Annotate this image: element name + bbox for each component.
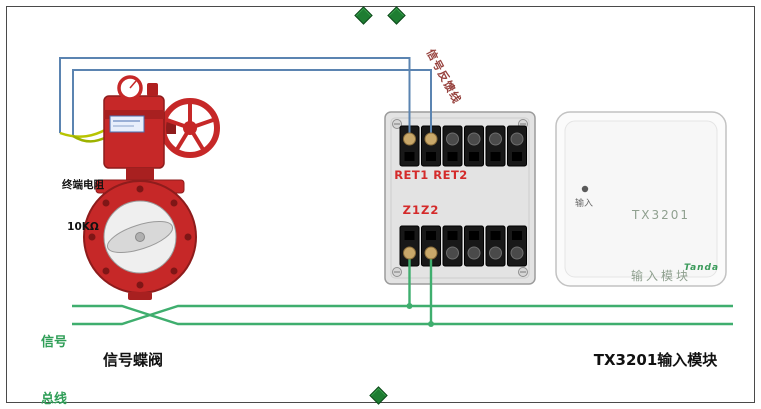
module-model-print: TX3201 — [631, 208, 691, 222]
terminal-resistor-value: 10KΩ — [67, 221, 99, 233]
module-type-print: 输入模块 — [630, 269, 691, 283]
terminal-row-bottom — [399, 225, 527, 267]
terminal-resistor-name: 终端电阻 — [62, 179, 104, 191]
terminal-row-top — [399, 125, 527, 167]
module-led — [581, 185, 589, 193]
terminal-block — [384, 111, 536, 285]
ret-terminals-label: RET1 RET2 — [394, 168, 468, 182]
valve-caption: 信号蝶阀 — [102, 351, 163, 369]
signal-bus-label-line2: 总线 — [40, 392, 67, 407]
signal-bus-label: 信号 总线 — [36, 295, 72, 409]
wired-screws — [403, 132, 438, 260]
signal-bus-label-line1: 信号 — [40, 335, 67, 350]
terminal-resistor-label: 终端电阻 10KΩ — [50, 150, 116, 262]
signal-bus-wires — [72, 253, 733, 326]
input-module — [555, 111, 727, 287]
bus-junction-dots — [406, 303, 434, 327]
z-terminals-label: Z1Z2 — [402, 203, 440, 217]
module-caption: TX3201输入模块 — [593, 351, 718, 369]
module-brand-logo: Tanda — [684, 263, 720, 273]
feedback-wires — [59, 57, 432, 139]
butterfly-valve — [59, 75, 220, 300]
module-face-print: TX3201 输入模块 — [600, 170, 722, 322]
module-input-led-label: 输入 — [575, 199, 594, 209]
